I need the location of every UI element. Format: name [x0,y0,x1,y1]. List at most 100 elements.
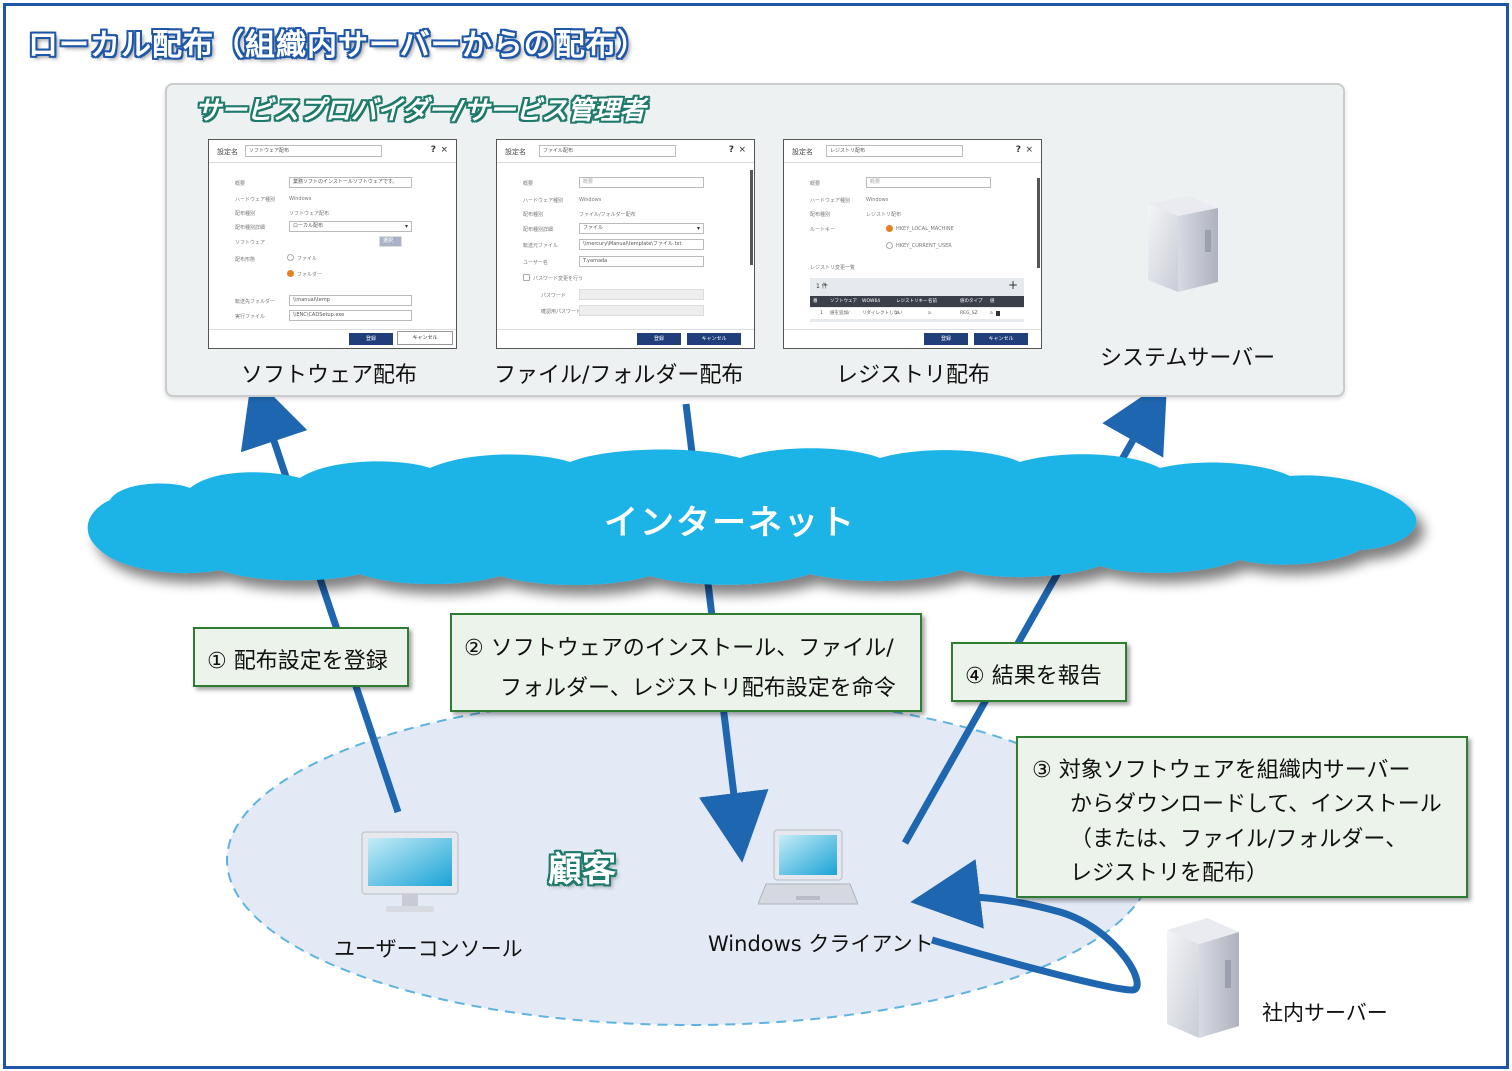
table-row[interactable]: 1 値を追加/ リダイレクトしない a a REG_SZ a [810,308,1024,319]
radio-hklm[interactable] [886,225,893,232]
row-label: 配布種別詳細 [235,225,266,231]
exe-file-field[interactable]: \\ENC\CADSetup.exe [289,310,412,321]
col-header: 名前 [928,299,937,304]
dist-detail-select[interactable]: ローカル配布 [289,221,412,232]
internet-label: インターネット [604,503,856,543]
register-button[interactable]: 登録 [637,333,681,345]
scrollbar[interactable] [750,170,753,265]
radio-folder[interactable] [287,270,294,277]
file-label: ファイル/フォルダー配布 [494,363,744,388]
row-label: ユーザー名 [523,260,548,266]
row-label: 配布種別 [523,212,544,218]
dist-type-value: ファイル/フォルダー配布 [579,212,636,218]
cancel-button[interactable]: キャンセル [687,333,741,345]
hardware-value: Windows [579,197,602,203]
scrollbar[interactable] [1037,178,1040,268]
hardware-value: Windows [866,197,889,203]
dialog-footer: 登録 キャンセル [209,329,456,348]
setting-name-input[interactable]: ファイル配布 [539,145,676,157]
row-label: ルートキー [810,227,836,233]
table-cell: リダイレクトしない [862,311,903,316]
col-header: 値 [990,299,995,304]
radio-file[interactable] [287,254,294,261]
radio-hklm-label: HKEY_LOCAL_MACHINE [896,226,954,232]
step-2-box: ② ソフトウェアのインストール、ファイル/ フォルダー、レジストリ配布設定を命令 [450,613,922,712]
provider-title: サービスプロバイダー/サービス管理者 [195,96,646,126]
console-label: ユーザーコンソール [334,937,523,961]
registry-dialog: 設定名 レジストリ配布 ? × 概要 概要 ハードウェア種別 Windows 配… [783,139,1042,349]
step-1-text: ① 配布設定を登録 [207,649,388,674]
close-icon[interactable]: × [738,145,746,155]
dist-detail-select[interactable]: ファイル [579,223,704,234]
help-icon[interactable]: ? [1015,145,1021,155]
step-2-text-line2: フォルダー、レジストリ配布設定を命令 [500,676,896,701]
radio-hkcu-label: HKEY_CURRENT_USER [896,243,952,249]
password-change-label: パスワード変更を行う [533,276,584,282]
radio-hkcu[interactable] [886,242,893,249]
cancel-button[interactable]: キャンセル [974,333,1028,345]
col-header: 番 [813,299,818,304]
internet-cloud [87,448,1417,585]
cancel-button[interactable]: キャンセル [397,331,453,345]
step-3-text-line1: ③ 対象ソフトウェアを組織内サーバー [1032,758,1411,783]
system-server-icon [1148,196,1218,292]
username-field[interactable]: T.yamada [579,256,704,267]
table-cell: 値を追加/ [830,311,850,316]
register-button[interactable]: 登録 [349,333,393,345]
summary-field[interactable]: 概要 [579,177,704,188]
step-3-text-line2: からダウンロードして、インストール [1070,792,1442,817]
summary-field[interactable]: 概要 [866,177,991,188]
table-cell: a [896,311,899,316]
software-label: ソフトウェア配布 [241,363,418,388]
source-file-field[interactable]: \\mercury\Manual\template\ファイル.txt [579,239,704,250]
password-change-checkbox[interactable] [523,274,530,281]
page-title: ローカル配布（組織内サーバーからの配布） [28,28,648,63]
row-label: 配布形態 [235,257,256,263]
software-dialog: 設定名 ソフトウェア配布 ? × 概要 業務ソフトのインストールソフトウェアです… [208,139,457,349]
help-icon[interactable]: ? [430,145,436,155]
row-label: ソフトウェア [235,240,266,246]
dest-folder-field[interactable]: \\manual\temp [289,295,412,306]
confirm-password-field[interactable] [579,305,704,316]
row-label: 転送元ファイル [523,243,559,249]
add-icon[interactable]: + [1007,278,1018,292]
col-header: ソフトウェア [830,299,857,304]
col-header: 値のタイプ [960,299,983,304]
setting-name-input[interactable]: レジストリ配布 [826,145,963,157]
step-3-box: ③ 対象ソフトウェアを組織内サーバー からダウンロードして、インストール （また… [1016,736,1468,898]
table-cell: a [990,311,993,316]
row-label: 概要 [810,181,821,187]
help-icon[interactable]: ? [728,145,734,155]
monitor-icon [361,831,459,912]
step-4-text: ④ 結果を報告 [965,664,1102,689]
row-label: 概要 [235,181,246,187]
dialog-header: 設定名 ソフトウェア配布 ? × [209,140,456,163]
register-button[interactable]: 登録 [924,333,968,345]
hardware-value: Windows [289,196,312,202]
row-label: レジストリ変更一覧 [810,265,856,271]
trash-icon[interactable] [996,311,1000,316]
setting-name-input[interactable]: ソフトウェア配布 [245,145,382,157]
step-3-text-line3: （または、ファイル/フォルダー、 [1070,827,1408,852]
local-server-icon [1167,918,1239,1038]
table-cell: 1 [820,311,823,316]
step-2-text-line1: ② ソフトウェアのインストール、ファイル/ [464,636,894,661]
registry-label: レジストリ配布 [836,363,991,388]
dist-type-value: レジストリ配布 [866,212,902,218]
password-field[interactable] [579,289,704,300]
select-software-button[interactable]: 選択 [379,236,402,247]
table-cell: REG_SZ [960,311,978,316]
file-dialog: 設定名 ファイル配布 ? × 概要 概要 ハードウェア種別 Windows 配布… [496,139,755,349]
close-icon[interactable]: × [440,145,448,155]
row-label: パスワード [541,293,567,299]
summary-field[interactable]: 業務ソフトのインストールソフトウェアです。 [289,177,412,188]
step-4-box: ④ 結果を報告 [951,642,1127,702]
step-1-box: ① 配布設定を登録 [193,627,409,687]
dist-type-value: ソフトウェア配布 [289,211,330,217]
row-label: 配布種別 [235,211,256,217]
customer-label: 顧客 [548,850,616,890]
close-icon[interactable]: × [1025,145,1033,155]
registry-table: 1 件 + 番 ソフトウェア WOW64 レジストリキー 名前 値のタイプ 値 … [810,278,1024,322]
row-label: ハードウェア種別 [523,198,564,204]
